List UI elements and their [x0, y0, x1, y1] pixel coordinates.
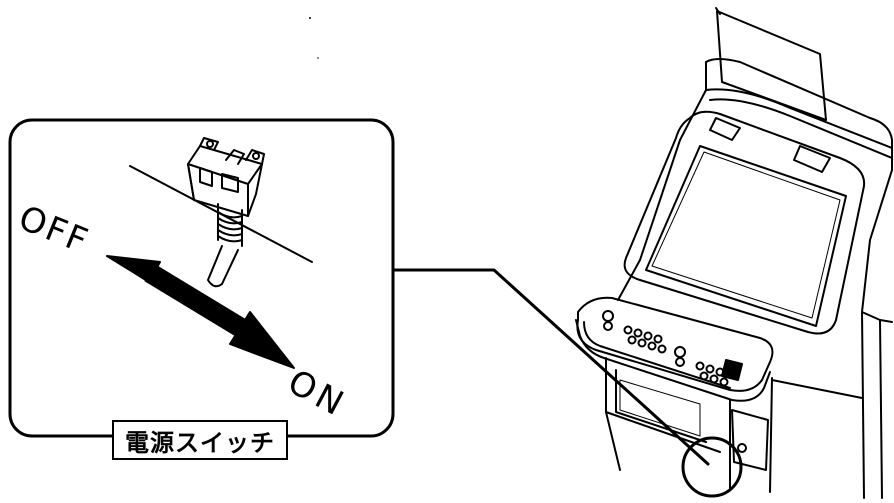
double-arrow-icon [106, 255, 295, 369]
arrow-shaft [144, 263, 249, 339]
toggle-switch-icon [129, 137, 313, 288]
power-switch-caption: 電源スイッチ [112, 420, 288, 460]
arcade-cabinet [575, 7, 893, 499]
leader-line [391, 268, 710, 466]
arrow-head-on [229, 311, 295, 369]
detail-circle [681, 436, 743, 498]
